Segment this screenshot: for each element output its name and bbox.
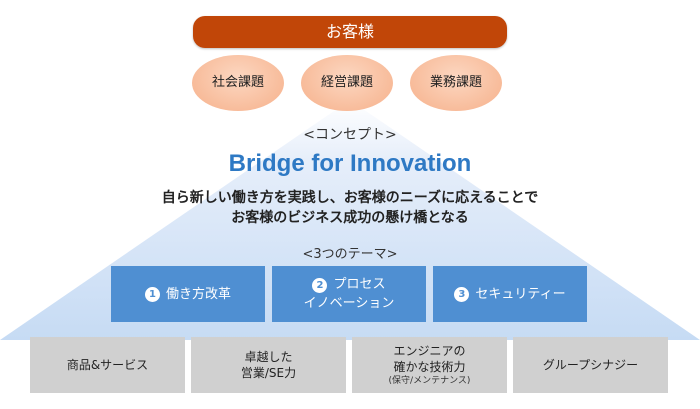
foundation-engineering: エンジニアの 確かな技術力 (保守/メンテナンス) [352, 337, 507, 393]
customer-bar: お客様 [193, 16, 507, 48]
issue-operations: 業務課題 [410, 55, 502, 111]
foundation-line-2: 営業/SE力 [240, 366, 297, 380]
concept-statement: 自ら新しい働き方を実践し、お客様のニーズに応えることで お客様のビジネス成功の懸… [0, 188, 700, 228]
foundation-sub: (保守/メンテナンス) [388, 376, 471, 386]
theme-title-line-1: 働き方改革 [165, 286, 231, 302]
theme-security: 3 セキュリティー [433, 266, 587, 322]
issue-management: 経営課題 [301, 55, 393, 111]
concept-statement-line-2: お客様のビジネス成功の懸け橋となる [231, 210, 469, 226]
concept-statement-line-1: 自ら新しい働き方を実践し、お客様のニーズに応えることで [161, 190, 539, 206]
theme-title-line-2: イノベーション [303, 296, 395, 311]
theme-number-badge: 1 [144, 286, 160, 302]
theme-process-innovation: 2 プロセス イノベーション [272, 266, 426, 322]
foundation-line-1: 卓越した [244, 350, 293, 364]
concept-label: <コンセプト> [303, 127, 397, 143]
theme-number-badge: 2 [312, 278, 328, 293]
customer-label: お客様 [325, 22, 374, 41]
foundation-products-services: 商品&サービス [30, 337, 185, 393]
foundation-sales-se: 卓越した 営業/SE力 [191, 337, 346, 393]
foundation-line-1: 商品&サービス [66, 358, 149, 372]
foundation-group-synergy: グループシナジー [513, 337, 668, 393]
theme-number-badge: 3 [454, 286, 470, 302]
theme-title-line-1: プロセス [333, 277, 386, 292]
foundation-line-1: グループシナジー [542, 358, 639, 372]
theme-title-line-1: セキュリティー [475, 286, 566, 302]
foundation-line-2: 確かな技術力 [393, 360, 466, 374]
theme-work-style-reform: 1 働き方改革 [111, 266, 265, 322]
theme-label: <3つのテーマ> [302, 247, 398, 262]
concept-title: Bridge for Innovation [228, 150, 472, 177]
issue-social: 社会課題 [192, 55, 284, 111]
foundation-line-1: エンジニアの [393, 344, 466, 358]
